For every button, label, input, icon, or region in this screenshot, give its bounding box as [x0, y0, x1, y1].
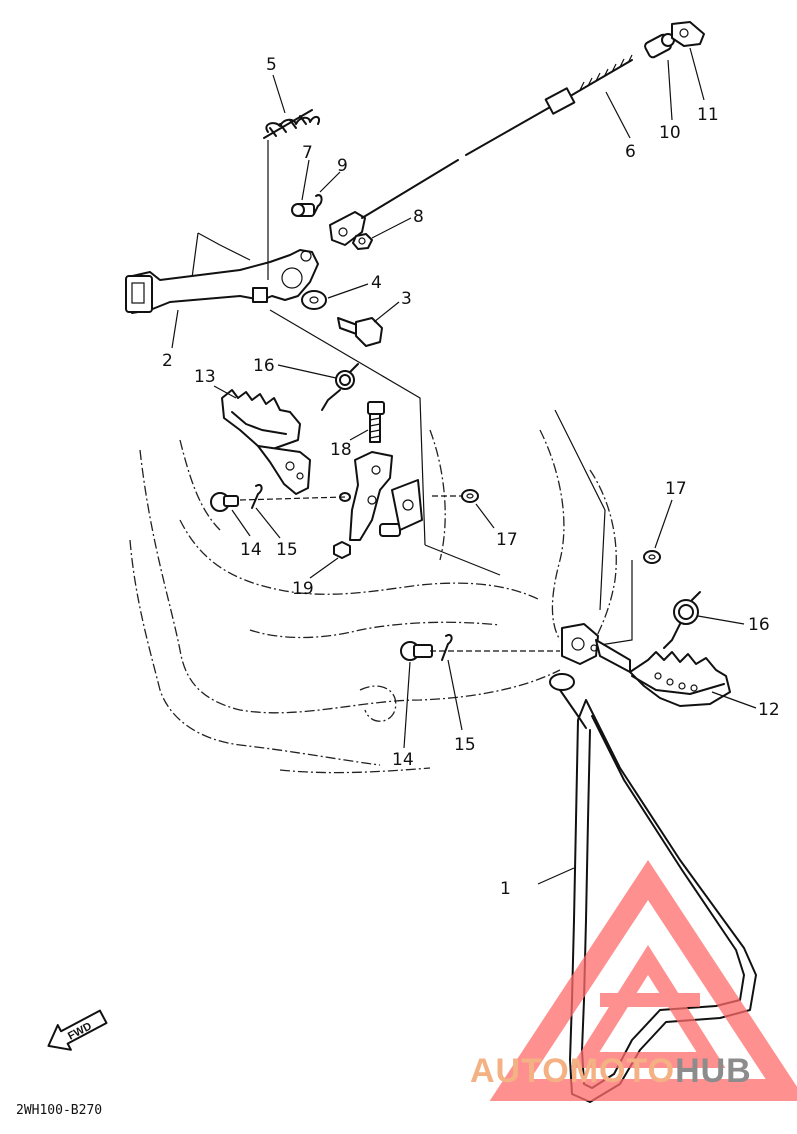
footrest-bracket-left — [349, 451, 423, 541]
clevis-pin — [291, 203, 315, 217]
washer-17-right — [643, 550, 661, 564]
callout-15-lower: 15 — [454, 735, 476, 755]
footrest-pin-left — [210, 492, 239, 512]
bolt-3 — [337, 317, 383, 347]
clip-left — [251, 484, 263, 509]
leader-lines — [171, 47, 757, 885]
footrest-left — [221, 389, 311, 495]
callout-13: 13 — [194, 367, 216, 387]
callout-10: 10 — [659, 123, 681, 143]
watermark-text-hub: HUB — [675, 1052, 752, 1090]
nut-19 — [333, 541, 351, 559]
brake-rod — [329, 54, 633, 246]
cotter-pin — [313, 194, 323, 215]
return-spring — [263, 109, 320, 280]
watermark-text: AUTOMOTOHUB — [470, 1052, 752, 1090]
callout-14-lower: 14 — [392, 750, 414, 770]
brake-pedal — [125, 249, 319, 314]
fwd-badge-text: FWD — [66, 1020, 94, 1042]
callout-8: 8 — [413, 207, 424, 227]
frame-outline — [129, 429, 617, 774]
callout-15-upper: 15 — [276, 540, 298, 560]
callout-1: 1 — [500, 879, 511, 899]
callout-9: 9 — [337, 156, 348, 176]
adjuster-10 — [644, 33, 675, 59]
nut-11 — [671, 21, 705, 47]
callout-5: 5 — [266, 55, 277, 75]
callout-11: 11 — [697, 105, 719, 125]
callout-7: 7 — [302, 143, 313, 163]
nut-8 — [352, 233, 373, 250]
callout-12: 12 — [758, 700, 780, 720]
fwd-arrow-badge: FWD — [47, 1009, 108, 1051]
svg-text:AUTOMOTOHUB: AUTOMOTOHUB — [470, 1052, 752, 1090]
footrest-right — [595, 639, 731, 707]
footrest-spring-right — [663, 591, 701, 649]
callout-17-right: 17 — [665, 479, 687, 499]
footrest-bracket-right — [561, 623, 599, 665]
callout-6: 6 — [625, 142, 636, 162]
callout-19: 19 — [292, 579, 314, 599]
callout-14-upper: 14 — [240, 540, 262, 560]
callout-18: 18 — [330, 440, 352, 460]
callout-4: 4 — [371, 273, 382, 293]
callout-3: 3 — [401, 289, 412, 309]
watermark-logo — [489, 859, 797, 1101]
mount-plate-lines — [191, 232, 633, 646]
diagram-code: 2WH100-B270 — [16, 1103, 102, 1118]
washer-17-upper — [461, 489, 479, 503]
bolt-18 — [367, 401, 385, 443]
callout-2: 2 — [162, 351, 173, 371]
watermark-text-automoto: AUTOMOTO — [470, 1052, 675, 1090]
callout-labels: 1 2 3 4 5 6 7 8 9 10 11 12 13 14 14 15 1… — [162, 55, 780, 899]
washer-4 — [301, 290, 327, 310]
callout-17-upper: 17 — [496, 530, 518, 550]
clip-right — [441, 634, 453, 661]
footrest-pin-right — [400, 641, 433, 661]
callout-16-right: 16 — [748, 615, 770, 635]
footrest-spring-left — [321, 363, 359, 411]
callout-16-upper: 16 — [253, 356, 275, 376]
